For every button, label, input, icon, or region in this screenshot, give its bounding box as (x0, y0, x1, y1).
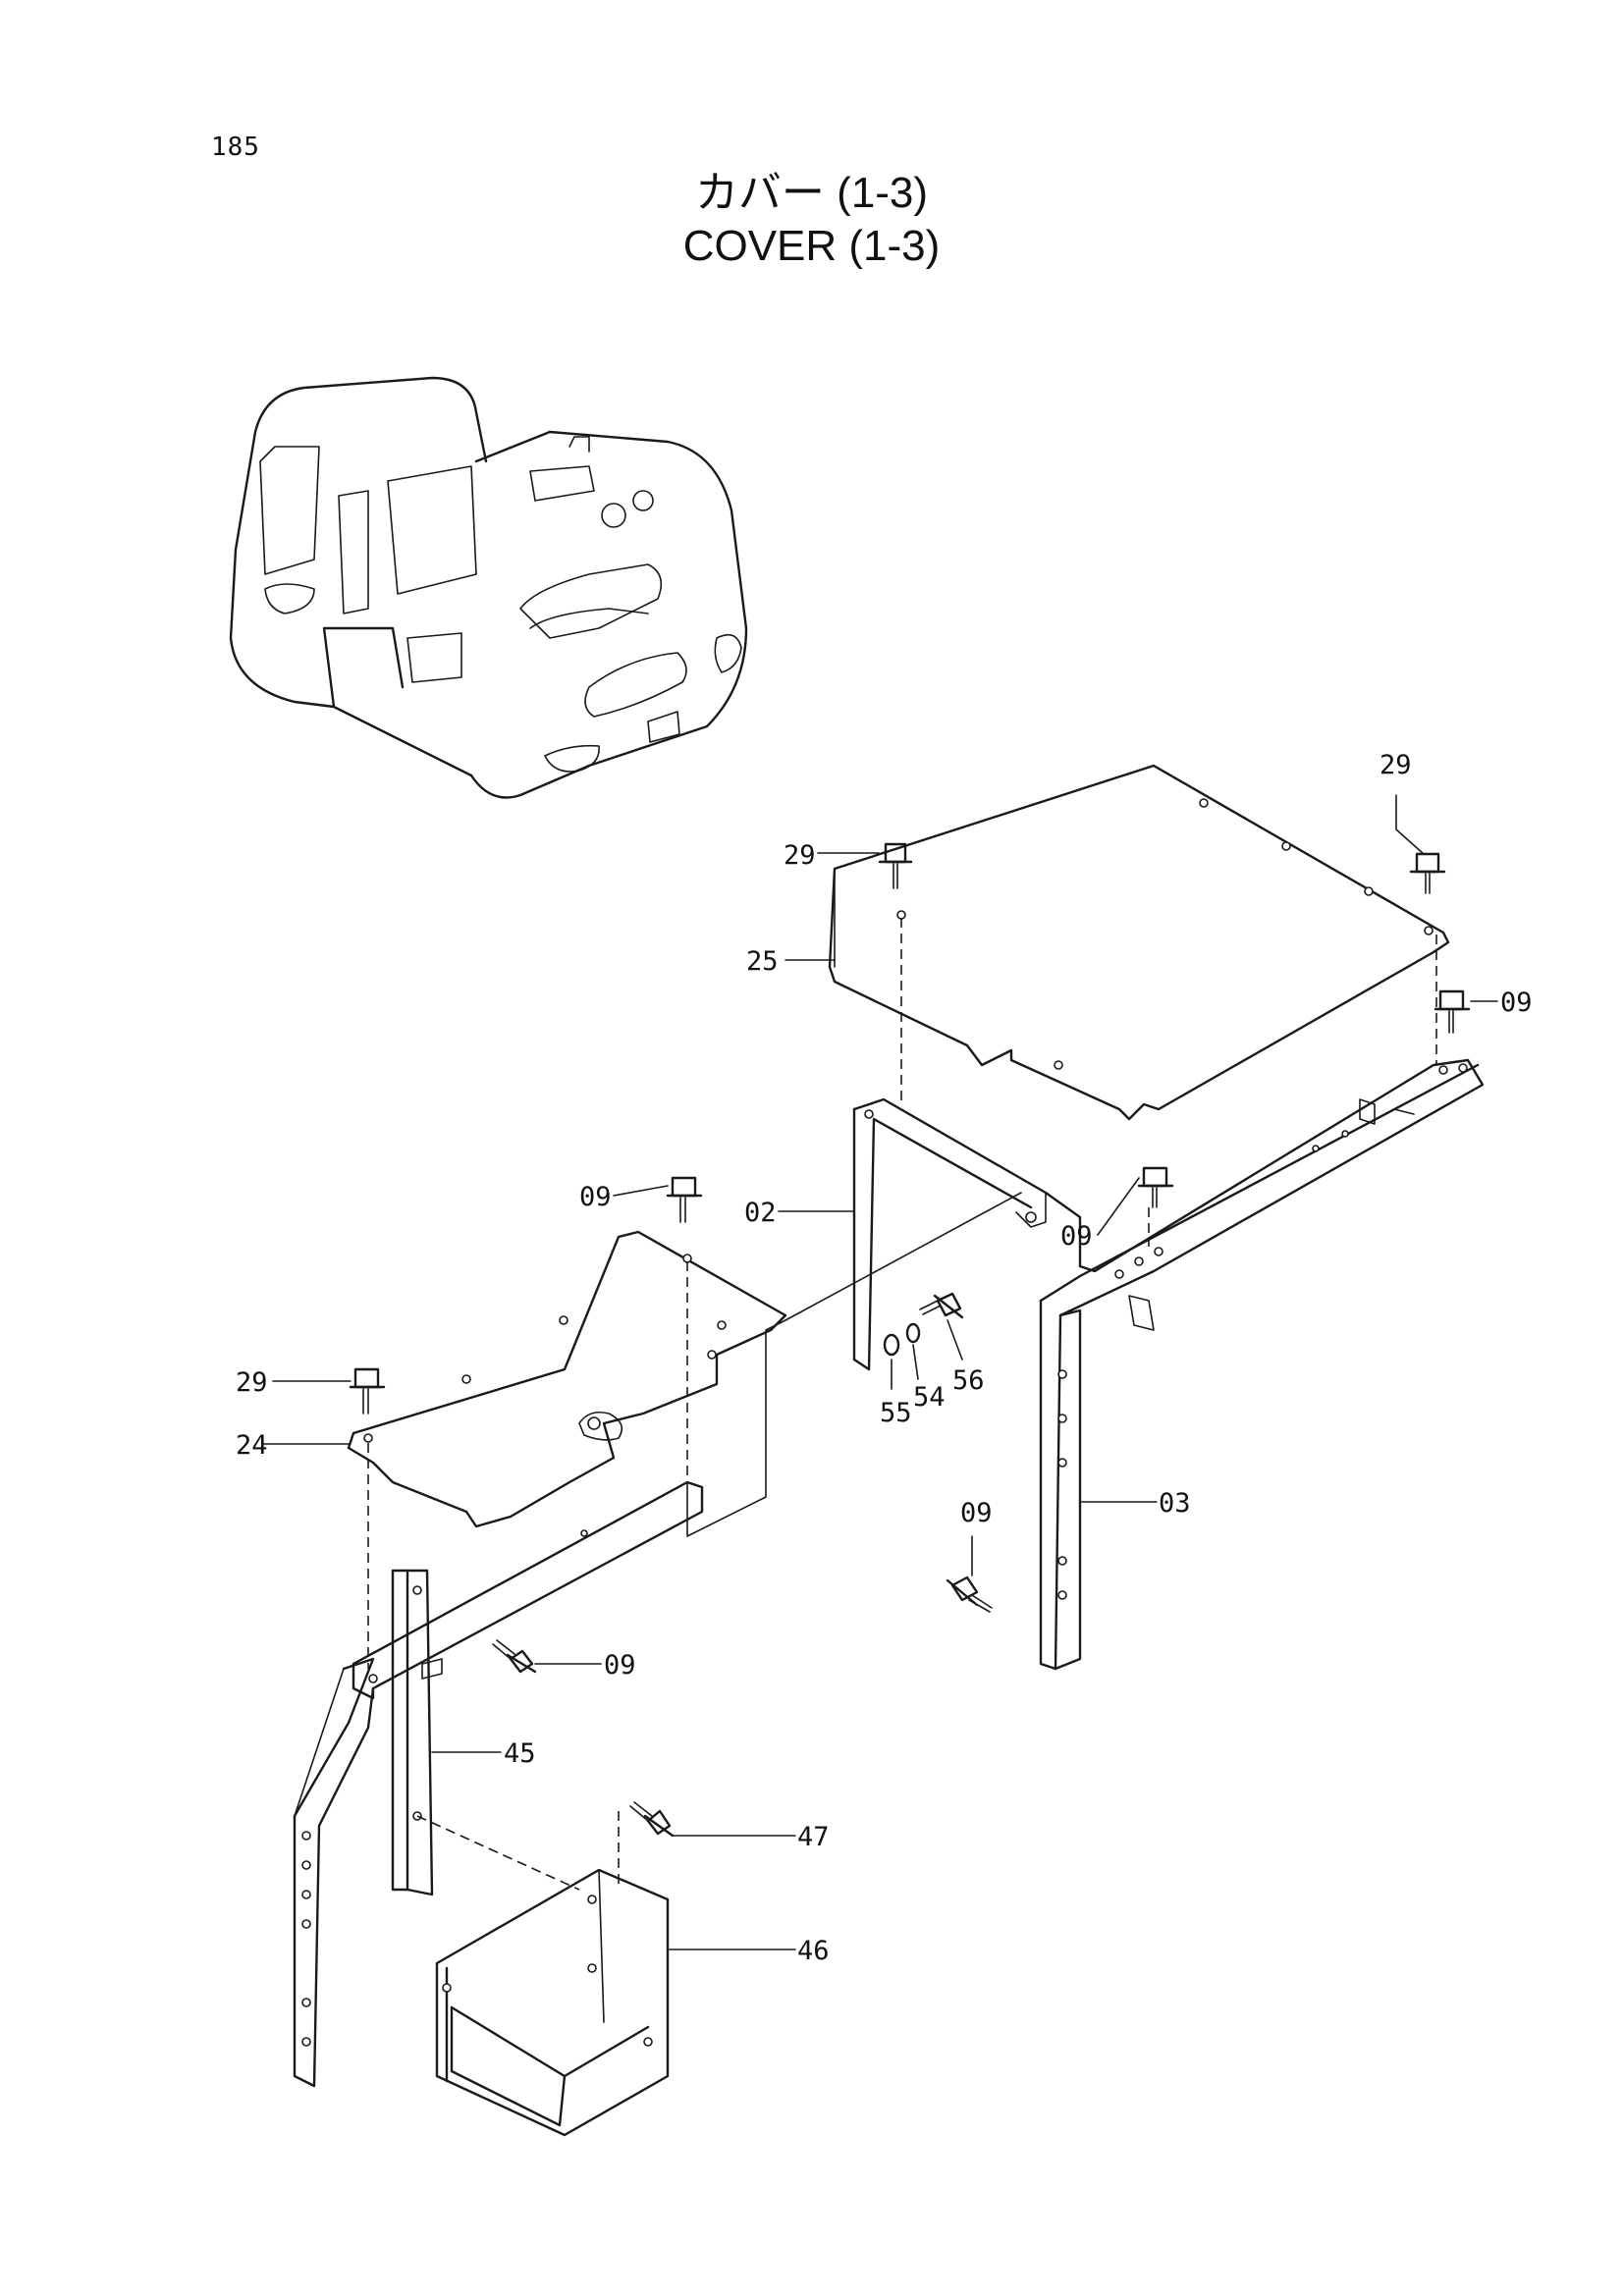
machine-overview-illustration (229, 376, 748, 799)
callout-54: 54 (913, 1382, 946, 1413)
top-cover-plate-25 (828, 764, 1450, 1121)
callout-09-right: 09 (1500, 988, 1533, 1018)
frame-45 (293, 1480, 704, 2088)
callout-09-upper-left: 09 (579, 1182, 612, 1212)
bolt-56 (919, 1292, 964, 1319)
washer-55 (883, 1333, 900, 1357)
box-cover-46 (435, 1811, 670, 2137)
callout-09-mid: 09 (1060, 1221, 1093, 1252)
bolt-09-lower-right (946, 1575, 993, 1613)
callout-24: 24 (236, 1430, 268, 1461)
frame-02 (852, 1097, 1082, 1371)
callout-29-top: 29 (784, 840, 816, 871)
frame-03 (1039, 1058, 1485, 1671)
callout-45: 45 (504, 1738, 536, 1769)
bolt-29-top (878, 842, 913, 889)
bolt-29-right (1409, 852, 1446, 894)
title-japanese: カバー (1-3) (694, 169, 929, 217)
leader-lines (261, 794, 1498, 1950)
washer-54 (905, 1322, 921, 1344)
bolt-29-left (349, 1367, 386, 1415)
callout-55: 55 (880, 1398, 912, 1428)
bolt-09-mid (1137, 1166, 1174, 1208)
callout-56: 56 (952, 1365, 985, 1396)
bolt-47 (629, 1801, 675, 1838)
callout-09-lower-right: 09 (960, 1498, 993, 1528)
callout-03: 03 (1159, 1488, 1191, 1519)
callout-47: 47 (797, 1822, 830, 1852)
callout-25: 25 (746, 946, 779, 977)
callout-02: 02 (744, 1198, 777, 1228)
callout-09-lower-left: 09 (604, 1650, 636, 1681)
callout-46: 46 (797, 1936, 830, 1966)
bolt-09-lower-left (492, 1639, 537, 1674)
bolt-09-right (1434, 989, 1471, 1034)
callout-29-right: 29 (1380, 750, 1412, 780)
title-english: COVER (1-3) (682, 222, 941, 270)
bolt-09-upper-left (666, 1176, 703, 1223)
callout-29-left: 29 (236, 1367, 268, 1398)
cover-plate-24 (347, 1230, 787, 1669)
page-number: 185 (211, 133, 260, 162)
